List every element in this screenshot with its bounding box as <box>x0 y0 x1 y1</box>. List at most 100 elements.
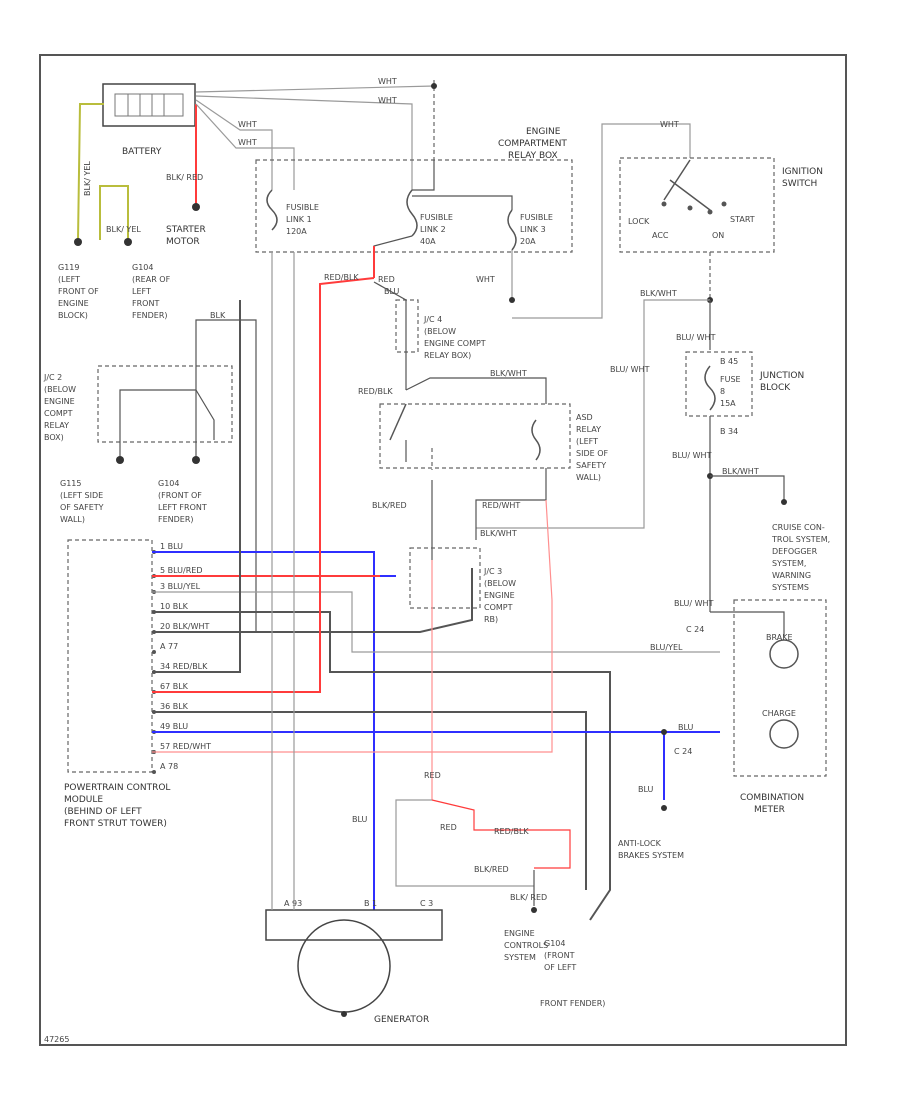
ground-g115-icon <box>116 456 124 464</box>
blu-wht-label-4: BLU/ WHT <box>674 599 714 608</box>
generator-label: GENERATOR <box>374 1015 429 1025</box>
pcm-pin-terminal-11 <box>152 770 156 774</box>
fuse-line3: 15A <box>720 399 736 408</box>
splice-icon <box>509 297 515 303</box>
g104b-line4: FENDER) <box>158 515 194 524</box>
relay-box-label-3: RELAY BOX <box>508 151 558 161</box>
pcm-line4: FRONT STRUT TOWER) <box>64 819 167 829</box>
jc2-outline <box>97 365 233 443</box>
jc3-outline <box>409 547 481 609</box>
pcm-pin-0: 1 BLU <box>160 542 183 551</box>
jc2-line6: BOX) <box>44 433 64 442</box>
comb-meter-label-2: METER <box>754 805 785 815</box>
blk-wht-label-1: BLK/WHT <box>640 289 677 298</box>
jc2-line4: COMPT <box>44 409 73 418</box>
pcm-pin-1: 5 BLU/RED <box>160 566 203 575</box>
cruise-line4: SYSTEM, <box>772 559 806 568</box>
g119-line2: (LEFT <box>58 275 80 284</box>
battery-label: BATTERY <box>122 147 162 157</box>
jc3-line5: RB) <box>484 615 498 624</box>
pcm-line3: (BEHIND OF LEFT <box>64 807 142 817</box>
charge-label: CHARGE <box>762 709 796 718</box>
asd-coil-icon <box>531 419 541 461</box>
g119-line3: FRONT OF <box>58 287 99 296</box>
asd-relay-outline <box>379 403 571 469</box>
cruise-line3: DEFOGGER <box>772 547 818 556</box>
red-wht-label-1: RED/WHT <box>482 501 520 510</box>
pcm-outline <box>67 539 153 773</box>
fuse-line1: FUSE <box>720 375 741 384</box>
ignition-label-1: IGNITION <box>782 167 823 177</box>
red-label-2: RED <box>424 771 441 780</box>
blk-wht-label-3: BLK/WHT <box>490 369 527 378</box>
fl3-line1: FUSIBLE <box>520 213 553 222</box>
blk-wht-label-4: BLK/WHT <box>480 529 517 538</box>
ecs-line1: ENGINE <box>504 929 535 938</box>
cruise-line1: CRUISE CON- <box>772 523 825 532</box>
wht-label-2: WHT <box>378 96 397 105</box>
blk-red-label-4: BLK/ RED <box>510 893 547 902</box>
blu-yel-label-1: BLU/YEL <box>650 643 683 652</box>
red-blk-label-1: RED/BLK <box>358 387 393 396</box>
asd-line6: WALL) <box>576 473 601 482</box>
fl1-line2: LINK 1 <box>286 215 312 224</box>
g104c-line1: G104 <box>544 939 565 948</box>
g115-line3: OF SAFETY <box>60 503 104 512</box>
ign-acc: ACC <box>652 231 669 240</box>
fl2-line3: 40A <box>420 237 436 246</box>
blu-wht-label-2: BLU/ WHT <box>610 365 650 374</box>
red-label-1: RED <box>378 275 395 284</box>
starter-wire-label: BLK/ RED <box>166 173 203 182</box>
jc3-line2: (BELOW <box>484 579 516 588</box>
asd-line1: ASD <box>576 413 593 422</box>
fusible-link-1-icon <box>266 189 278 231</box>
g104c-line2: (FRONT <box>544 951 575 960</box>
g119-line5: BLOCK) <box>58 311 88 320</box>
brake-label: BRAKE <box>766 633 793 642</box>
combination-meter-outline <box>733 599 827 777</box>
comb-meter-label-1: COMBINATION <box>740 793 804 803</box>
g115-line1: G115 <box>60 479 81 488</box>
pcm-pin-8: 36 BLK <box>160 702 189 711</box>
blk-wht-label-2: BLK/WHT <box>722 467 759 476</box>
blu-wht-label-1: BLU/ WHT <box>676 333 716 342</box>
g104a-line3: LEFT <box>132 287 151 296</box>
relay-box-label-2: COMPARTMENT <box>498 139 567 149</box>
pcm-pin-6: 34 RED/BLK <box>160 662 208 671</box>
diagram-frame <box>39 54 847 1046</box>
pcm-pin-3: 10 BLK <box>160 602 189 611</box>
conn-b34: B 34 <box>720 427 738 436</box>
ign-start: START <box>730 215 755 224</box>
blu-wht-label-3: BLU/ WHT <box>672 451 712 460</box>
jc4-line1: J/C 4 <box>423 315 442 324</box>
asd-line3: (LEFT <box>576 437 598 446</box>
g104a-line4: FRONT <box>132 299 159 308</box>
jc4-line4: RELAY BOX) <box>424 351 471 360</box>
pcm-line2: MODULE <box>64 795 103 805</box>
splice-icon <box>531 907 537 913</box>
pcm-line1: POWERTRAIN CONTROL <box>64 783 170 793</box>
ground-g119-icon <box>74 238 82 246</box>
conn-c24: C 24 <box>686 625 704 634</box>
g104b-line1: G104 <box>158 479 179 488</box>
ecs-line2: CONTROLS <box>504 941 548 950</box>
conn-b45: B 45 <box>720 357 738 366</box>
cruise-line5: WARNING <box>772 571 811 580</box>
conn-gen-b: B 1 <box>364 899 377 908</box>
junction-block-outline <box>685 351 753 417</box>
starter-label-1: STARTER <box>166 225 206 235</box>
jc4-line3: ENGINE COMPT <box>424 339 486 348</box>
splice-icon <box>431 83 437 89</box>
splice-icon <box>661 729 667 735</box>
g104c-line4: FRONT FENDER) <box>540 999 605 1008</box>
starter-terminal-icon <box>192 203 200 211</box>
diagram-id: 47265 <box>44 1035 69 1044</box>
pcm-pin-10: 57 RED/WHT <box>160 742 211 751</box>
asd-line2: RELAY <box>576 425 601 434</box>
blk-red-label-3: BLK/RED <box>474 865 509 874</box>
g115-line4: WALL) <box>60 515 85 524</box>
abs-line1: ANTI-LOCK <box>618 839 662 848</box>
jc3-line4: COMPT <box>484 603 513 612</box>
fl3-line2: LINK 3 <box>520 225 546 234</box>
